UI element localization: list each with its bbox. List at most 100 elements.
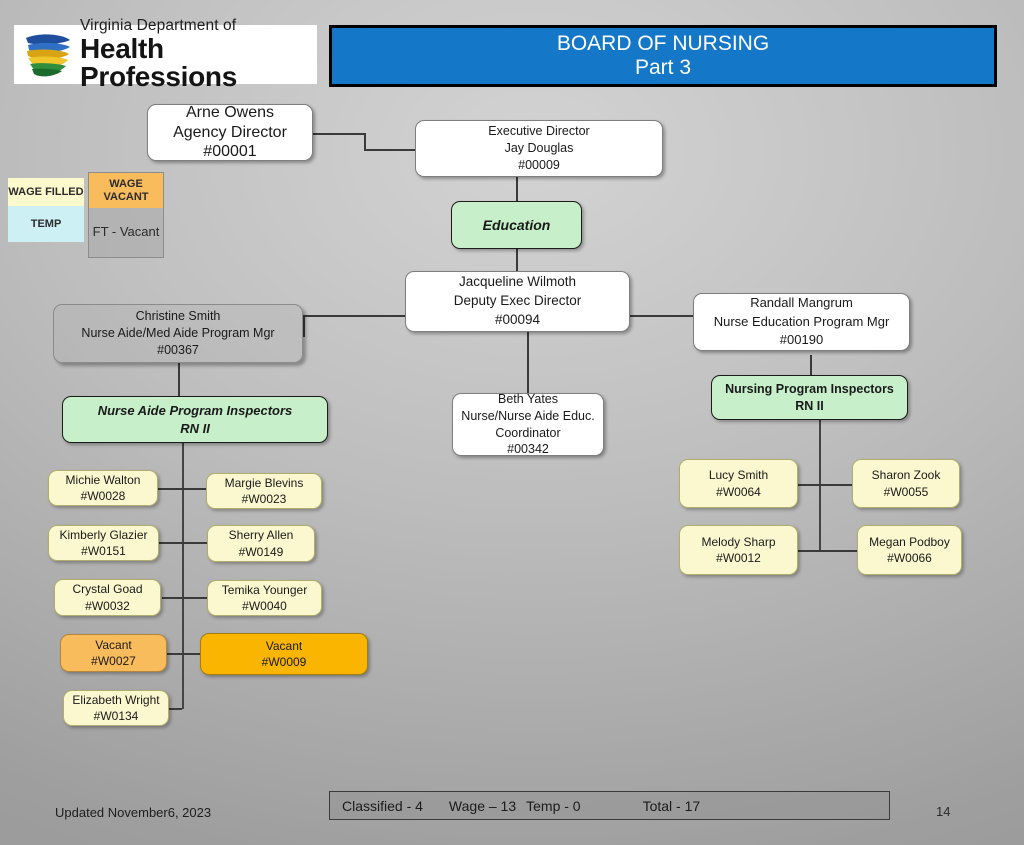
node-megan-podboy[interactable]: Megan Podboy #W0066 bbox=[857, 525, 962, 575]
node-line-1: Jacqueline Wilmoth bbox=[458, 274, 577, 290]
connector-na-right-3 bbox=[182, 597, 208, 599]
tally-wage: Wage – 13 bbox=[448, 797, 517, 814]
connector-deputy-to-na-mgr-v bbox=[303, 315, 305, 337]
node-line-1: Crystal Goad bbox=[72, 582, 143, 597]
node-line-2: #W0027 bbox=[91, 654, 136, 668]
node-line-3: Coordinator bbox=[495, 425, 561, 440]
connector-np-right-1 bbox=[819, 484, 853, 486]
legend-ft-vacant: FT - Vacant bbox=[88, 208, 164, 258]
connector-na-left-4 bbox=[164, 653, 182, 655]
node-line-2: Nurse/Nurse Aide Educ. bbox=[461, 408, 595, 423]
node-line-1: Nursing Program Inspectors bbox=[725, 381, 894, 396]
node-line-2: #W0012 bbox=[716, 551, 761, 565]
node-line-1: Michie Walton bbox=[65, 472, 141, 487]
node-elizabeth-wright[interactable]: Elizabeth Wright #W0134 bbox=[63, 690, 169, 726]
connector-np-right-2 bbox=[819, 550, 857, 552]
node-crystal-goad[interactable]: Crystal Goad #W0032 bbox=[54, 579, 161, 616]
node-line-3: #00001 bbox=[203, 143, 257, 161]
node-line-1: Margie Blevins bbox=[224, 475, 304, 490]
logo-wordmark: Virginia Department of Health Profession… bbox=[80, 18, 317, 91]
slide-title-banner: BOARD OF NURSING Part 3 bbox=[329, 25, 997, 87]
node-line-1: Elizabeth Wright bbox=[72, 692, 160, 707]
node-sharon-zook[interactable]: Sharon Zook #W0055 bbox=[852, 459, 960, 508]
node-melody-sharp[interactable]: Melody Sharp #W0012 bbox=[679, 525, 798, 575]
node-temika-younger[interactable]: Temika Younger #W0040 bbox=[207, 580, 322, 616]
node-line-2: #W0151 bbox=[81, 544, 126, 558]
connector-agency-to-exec-c bbox=[364, 149, 416, 151]
node-line-1: Executive Director bbox=[488, 123, 590, 138]
node-nurse-aide-program-mgr[interactable]: Christine Smith Nurse Aide/Med Aide Prog… bbox=[53, 304, 303, 363]
node-education-unit[interactable]: Education bbox=[451, 201, 582, 249]
node-deputy-exec-director[interactable]: Jacqueline Wilmoth Deputy Exec Director … bbox=[405, 271, 630, 332]
connector-deputy-to-ne-mgr-h bbox=[630, 315, 702, 317]
connector-na-mgr-to-inspectors bbox=[178, 362, 180, 396]
vdhp-logo: Virginia Department of Health Profession… bbox=[14, 18, 317, 90]
node-kimberly-glazier[interactable]: Kimberly Glazier #W0151 bbox=[48, 525, 159, 561]
node-nursing-program-inspectors[interactable]: Nursing Program Inspectors RN II bbox=[711, 375, 908, 420]
node-vacant-w0009[interactable]: Vacant #W0009 bbox=[200, 633, 368, 675]
node-line-1: Lucy Smith bbox=[708, 468, 769, 483]
node-line-1: Kimberly Glazier bbox=[59, 527, 148, 542]
node-nurse-education-program-mgr[interactable]: Randall Mangrum Nurse Education Program … bbox=[693, 293, 910, 351]
connector-deputy-to-coordinator bbox=[527, 332, 529, 393]
vdhp-shield-swoosh-icon bbox=[22, 32, 74, 78]
connector-na-left-1 bbox=[158, 488, 182, 490]
node-michie-walton[interactable]: Michie Walton #W0028 bbox=[48, 470, 158, 506]
connector-na-right-1 bbox=[182, 488, 206, 490]
node-lucy-smith[interactable]: Lucy Smith #W0064 bbox=[679, 459, 798, 508]
node-line-2: #W0149 bbox=[238, 544, 284, 559]
node-line-3: #00009 bbox=[518, 158, 560, 173]
node-line-2: Nurse Aide/Med Aide Program Mgr bbox=[81, 325, 275, 340]
node-agency-director[interactable]: Arne Owens Agency Director #00001 bbox=[147, 104, 313, 161]
connector-na-left-5 bbox=[169, 708, 182, 710]
node-line-1: Sherry Allen bbox=[228, 528, 294, 543]
connector-na-trunk bbox=[182, 443, 184, 709]
node-line-2: Nurse Education Program Mgr bbox=[713, 313, 890, 329]
headcount-tally-box: Classified - 4 Wage – 13 Temp - 0 Total … bbox=[329, 791, 890, 820]
node-margie-blevins[interactable]: Margie Blevins #W0023 bbox=[206, 473, 322, 509]
node-line-1: Education bbox=[482, 217, 551, 233]
connector-ne-mgr-to-inspectors bbox=[810, 355, 812, 375]
node-line-2: #W0028 bbox=[80, 489, 126, 503]
connector-np-left-2 bbox=[798, 550, 819, 552]
logo-line-2: Health Professions bbox=[80, 32, 237, 92]
node-line-2: #W0032 bbox=[85, 598, 130, 613]
node-line-2: #W0055 bbox=[883, 484, 929, 499]
node-sherry-allen[interactable]: Sherry Allen #W0149 bbox=[207, 525, 315, 562]
connector-np-left-1 bbox=[798, 484, 819, 486]
node-line-1: Melody Sharp bbox=[701, 534, 776, 549]
node-vacant-w0027[interactable]: Vacant #W0027 bbox=[60, 634, 167, 672]
tally-total: Total - 17 bbox=[642, 797, 701, 814]
node-nurse-educ-coordinator[interactable]: Beth Yates Nurse/Nurse Aide Educ. Coordi… bbox=[452, 392, 604, 456]
page-number: 14 bbox=[936, 804, 951, 819]
banner-subtitle: Part 3 bbox=[634, 56, 692, 79]
connector-agency-to-exec-a bbox=[313, 133, 365, 135]
node-line-2: #W0023 bbox=[241, 492, 287, 506]
node-line-1: Beth Yates bbox=[498, 392, 558, 406]
node-line-1: Vacant bbox=[265, 638, 303, 653]
connector-education-to-deputy bbox=[516, 249, 518, 271]
tally-classified: Classified - 4 bbox=[342, 797, 423, 814]
node-line-2: Deputy Exec Director bbox=[453, 293, 582, 309]
connector-exec-to-education bbox=[516, 177, 518, 201]
node-nurse-aide-program-inspectors[interactable]: Nurse Aide Program Inspectors RN II bbox=[62, 396, 328, 443]
node-line-3: #00094 bbox=[494, 311, 541, 327]
node-line-1: Vacant bbox=[95, 637, 132, 652]
updated-date: Updated November6, 2023 bbox=[55, 805, 212, 820]
node-line-2: RN II bbox=[795, 398, 824, 413]
legend-temp: TEMP bbox=[8, 206, 84, 242]
node-line-1: Temika Younger bbox=[221, 582, 308, 597]
node-line-2: RN II bbox=[180, 420, 210, 436]
node-line-3: #00367 bbox=[157, 343, 199, 358]
node-line-2: #W0066 bbox=[887, 551, 932, 565]
connector-na-left-3 bbox=[162, 597, 182, 599]
node-line-1: Arne Owens bbox=[185, 104, 275, 122]
node-line-2: #W0009 bbox=[261, 655, 307, 669]
node-executive-director[interactable]: Executive Director Jay Douglas #00009 bbox=[415, 120, 663, 177]
node-line-2: #W0134 bbox=[93, 709, 139, 723]
connector-na-right-2 bbox=[182, 542, 208, 544]
node-line-1: Nurse Aide Program Inspectors bbox=[97, 402, 293, 418]
legend-wage-filled: WAGE FILLED bbox=[8, 178, 84, 206]
banner-title: BOARD OF NURSING bbox=[556, 32, 770, 56]
